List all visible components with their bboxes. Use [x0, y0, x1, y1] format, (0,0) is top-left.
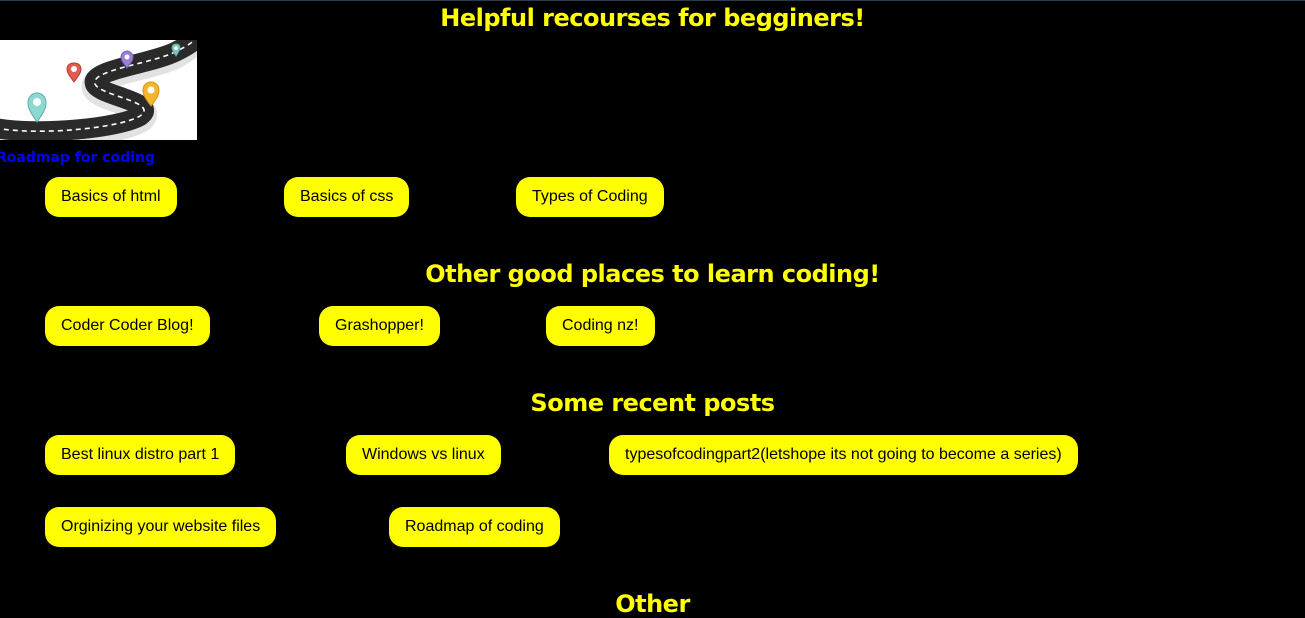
- roadmap-caption-link[interactable]: Roadmap for coding: [0, 150, 156, 166]
- post-organizing-website-files-button[interactable]: Orginizing your website files: [45, 507, 277, 547]
- section-title-learning-sites: Other good places to learn coding!: [425, 260, 880, 288]
- basics-of-html-button[interactable]: Basics of html: [45, 177, 177, 217]
- page-title: Helpful recourses for begginers!: [440, 4, 865, 32]
- coder-coder-blog-button[interactable]: Coder Coder Blog!: [45, 306, 210, 346]
- post-types-of-coding-part2-button[interactable]: typesofcodingpart2(letshope its not goin…: [609, 435, 1078, 475]
- roadmap-image[interactable]: [0, 40, 197, 140]
- section-title-other: Other: [615, 590, 690, 618]
- grashopper-button[interactable]: Grashopper!: [319, 306, 440, 346]
- post-roadmap-of-coding-button[interactable]: Roadmap of coding: [389, 507, 560, 547]
- basics-of-css-button[interactable]: Basics of css: [284, 177, 410, 217]
- post-windows-vs-linux-button[interactable]: Windows vs linux: [346, 435, 501, 475]
- coding-nz-button[interactable]: Coding nz!: [546, 306, 655, 346]
- section-title-recent-posts: Some recent posts: [530, 389, 775, 417]
- post-best-linux-distro-button[interactable]: Best linux distro part 1: [45, 435, 236, 475]
- types-of-coding-button[interactable]: Types of Coding: [516, 177, 664, 217]
